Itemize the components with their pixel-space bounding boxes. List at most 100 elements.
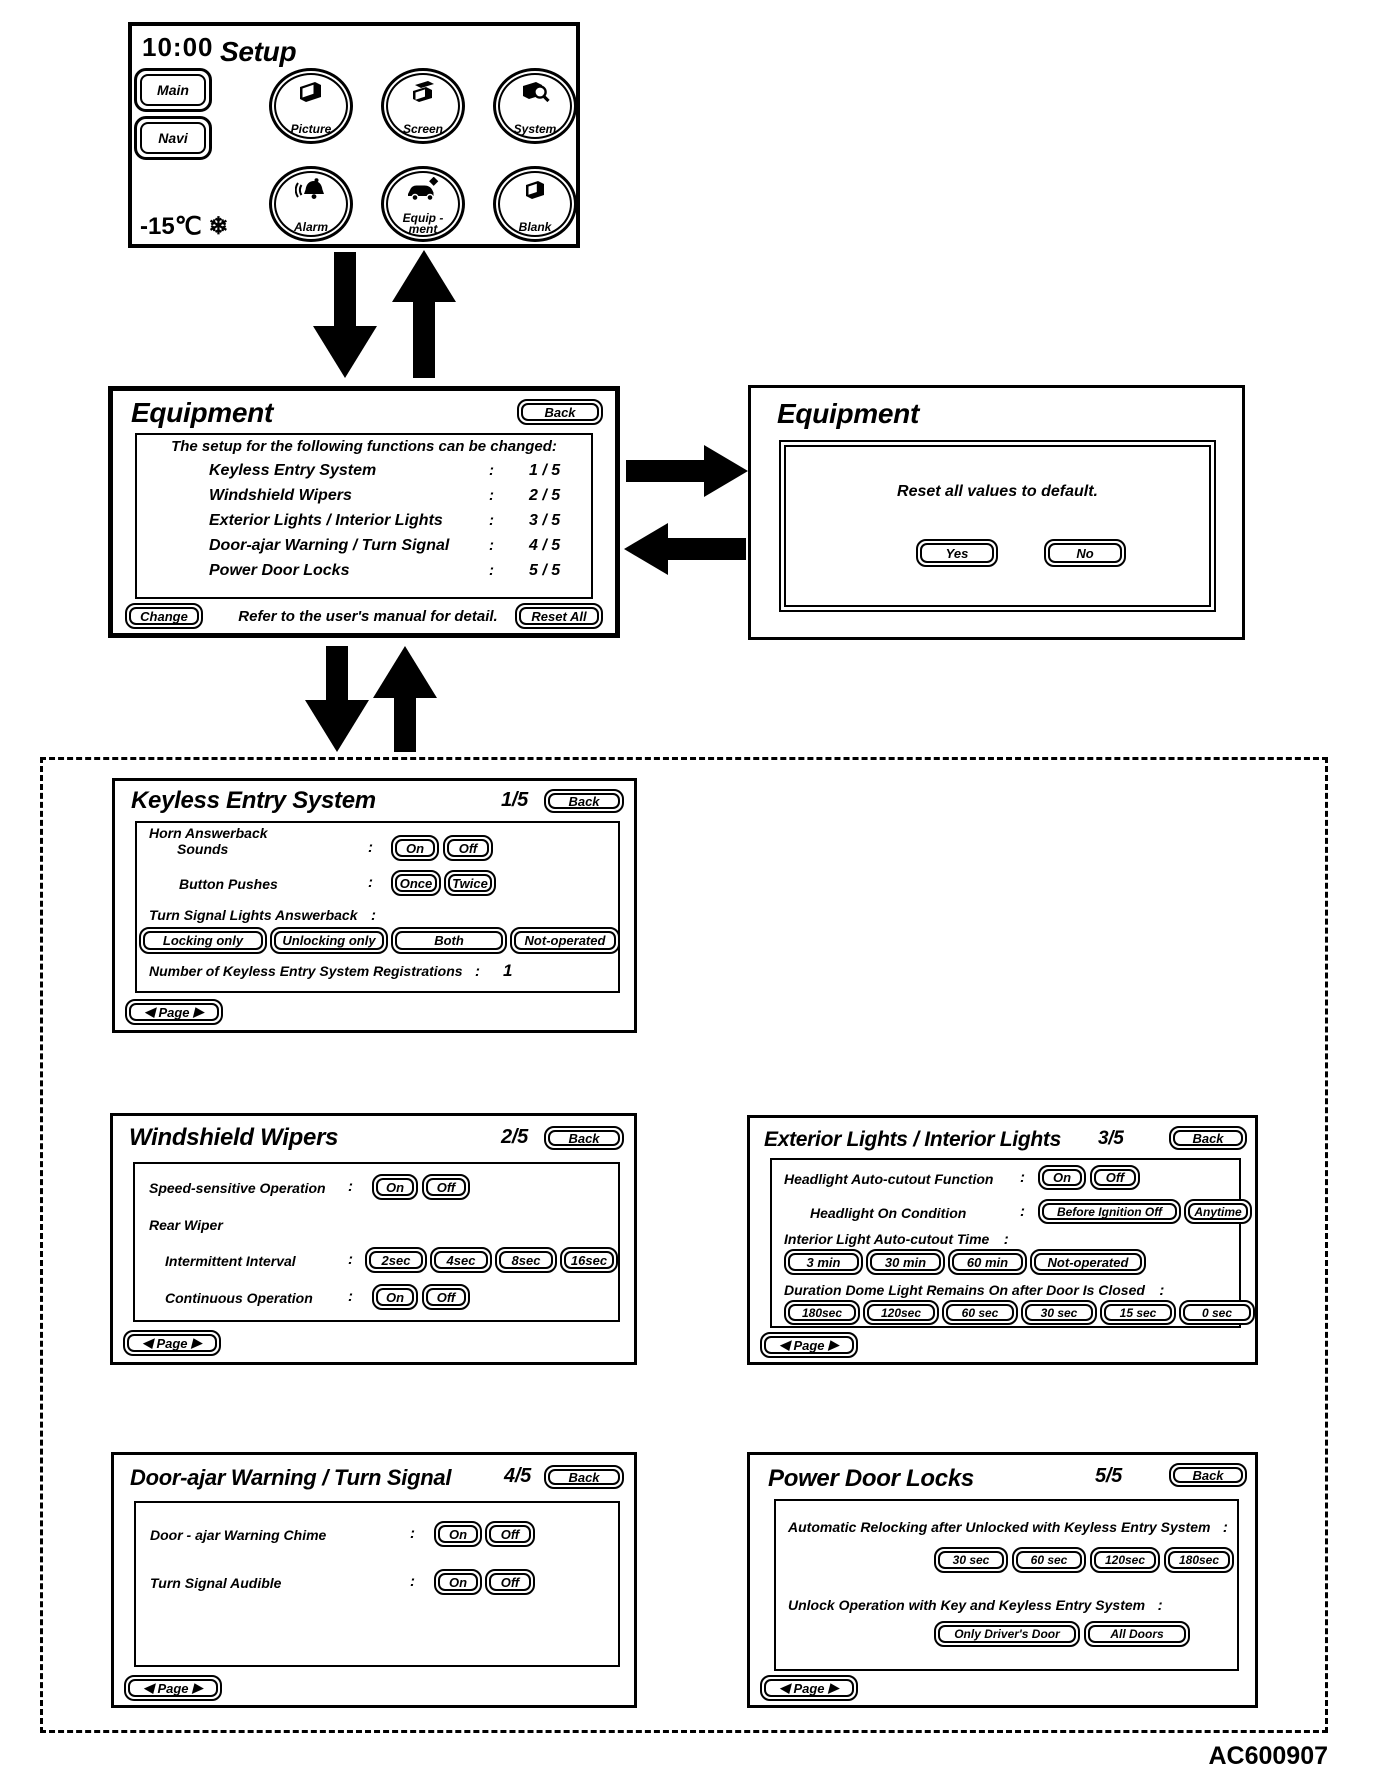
- back-button[interactable]: Back: [544, 789, 624, 813]
- button-pushes-twice-button[interactable]: Twice: [444, 870, 496, 896]
- equipment-reset-screen: Equipment Reset all values to default. Y…: [748, 385, 1245, 640]
- speed-on-button[interactable]: On: [372, 1174, 418, 1200]
- button-pushes-label: Button Pushes: [179, 876, 278, 892]
- picture-button[interactable]: Picture: [269, 68, 353, 144]
- relock-180sec-button[interactable]: 180sec: [1164, 1547, 1234, 1573]
- interval-2sec-button[interactable]: 2sec: [365, 1247, 427, 1273]
- arrow-left-icon: [624, 523, 668, 575]
- headlight-cutout-label: Headlight Auto-cutout Function: [784, 1171, 994, 1187]
- interval-16sec-button[interactable]: 16sec: [560, 1247, 618, 1273]
- arrow-down-shaft: [334, 252, 356, 328]
- back-button[interactable]: Back: [544, 1465, 624, 1489]
- back-button[interactable]: Back: [517, 399, 603, 425]
- only-drivers-door-button[interactable]: Only Driver's Door: [934, 1621, 1080, 1647]
- horn-sounds-on-button[interactable]: On: [391, 835, 439, 861]
- chime-off-button[interactable]: Off: [485, 1521, 535, 1547]
- arrow-right-shaft: [626, 460, 706, 482]
- back-button[interactable]: Back: [1169, 1126, 1247, 1150]
- continuous-on-button[interactable]: On: [372, 1284, 418, 1310]
- horn-sounds-off-button[interactable]: Off: [443, 835, 493, 861]
- speed-off-button[interactable]: Off: [422, 1174, 470, 1200]
- navi-button[interactable]: Navi: [134, 116, 212, 160]
- both-button[interactable]: Both: [391, 927, 507, 954]
- audible-off-button[interactable]: Off: [485, 1569, 535, 1595]
- dome-30sec-button[interactable]: 30 sec: [1021, 1300, 1097, 1325]
- no-button[interactable]: No: [1044, 539, 1126, 567]
- interior-not-operated-button[interactable]: Not-operated: [1030, 1249, 1146, 1275]
- interior-cutout-row-label: Interior Light Auto-cutout Time :: [784, 1231, 1009, 1248]
- change-button[interactable]: Change: [125, 603, 203, 629]
- registrations-value: 1: [503, 961, 513, 980]
- arrow-down-icon: [313, 326, 377, 378]
- yes-button[interactable]: Yes: [916, 539, 998, 567]
- screen-button[interactable]: Screen: [381, 68, 465, 144]
- arrow-down-icon: [305, 700, 369, 752]
- page-nav-button[interactable]: ◀Page▶: [123, 1330, 221, 1356]
- turn-signal-audible-label: Turn Signal Audible: [150, 1575, 282, 1591]
- unlock-operation-row-label: Unlock Operation with Key and Keyless En…: [788, 1597, 1163, 1614]
- headlight-cutout-on-button[interactable]: On: [1038, 1165, 1086, 1190]
- back-button[interactable]: Back: [544, 1126, 624, 1150]
- reset-dialog-box-inner: Reset all values to default. Yes No: [784, 445, 1211, 607]
- relock-30sec-button[interactable]: 30 sec: [934, 1547, 1008, 1573]
- continuous-operation-label: Continuous Operation: [165, 1290, 313, 1306]
- outside-temperature: -15℃ ❄: [140, 212, 228, 241]
- page-nav-button[interactable]: ◀Page▶: [125, 999, 223, 1025]
- blank-label: Blank: [518, 220, 552, 234]
- system-button[interactable]: System: [493, 68, 577, 144]
- page-next-icon: ▶: [192, 1680, 203, 1695]
- headlight-cutout-off-button[interactable]: Off: [1090, 1165, 1140, 1190]
- reset-all-button[interactable]: Reset All: [515, 603, 603, 629]
- dome-120sec-button[interactable]: 120sec: [863, 1300, 939, 1325]
- headlight-condition-label: Headlight On Condition: [810, 1205, 967, 1221]
- relock-60sec-button[interactable]: 60 sec: [1012, 1547, 1086, 1573]
- anytime-button[interactable]: Anytime: [1184, 1199, 1252, 1224]
- interval-8sec-button[interactable]: 8sec: [495, 1247, 557, 1273]
- dome-0sec-button[interactable]: 0 sec: [1179, 1300, 1255, 1325]
- blank-icon: [520, 177, 550, 208]
- screen-icon: [408, 79, 438, 110]
- dome-180sec-button[interactable]: 180sec: [784, 1300, 860, 1325]
- keyless-title: Keyless Entry System: [131, 787, 376, 814]
- page-nav-button[interactable]: ◀Page▶: [760, 1675, 858, 1701]
- clock: 10:00: [142, 32, 214, 62]
- page-nav-button[interactable]: ◀Page▶: [760, 1332, 858, 1358]
- continuous-off-button[interactable]: Off: [422, 1284, 470, 1310]
- dome-60sec-button[interactable]: 60 sec: [942, 1300, 1018, 1325]
- registrations-label: Number of Keyless Entry System Registrat…: [149, 963, 463, 979]
- relock-120sec-button[interactable]: 120sec: [1090, 1547, 1160, 1573]
- picture-label: Picture: [290, 122, 332, 136]
- wipers-page-number: 2/5: [501, 1126, 528, 1148]
- interior-3min-button[interactable]: 3 min: [784, 1249, 863, 1275]
- interval-4sec-button[interactable]: 4sec: [430, 1247, 492, 1273]
- keyless-page-number: 1/5: [501, 789, 528, 811]
- button-pushes-once-button[interactable]: Once: [391, 870, 441, 896]
- not-operated-button[interactable]: Not-operated: [510, 927, 620, 954]
- alarm-button[interactable]: Alarm: [269, 166, 353, 242]
- equipment-button[interactable]: Equip - ment: [381, 166, 465, 242]
- before-ignition-off-button[interactable]: Before Ignition Off: [1038, 1199, 1181, 1224]
- screen-label: Screen: [402, 122, 444, 136]
- system-label: System: [513, 122, 557, 136]
- exterior-interior-lights-screen: Exterior Lights / Interior Lights 3/5 Ba…: [747, 1115, 1258, 1365]
- back-button[interactable]: Back: [1169, 1463, 1247, 1487]
- unlocking-only-button[interactable]: Unlocking only: [270, 927, 388, 954]
- all-doors-button[interactable]: All Doors: [1084, 1621, 1190, 1647]
- page-next-icon: ▶: [193, 1004, 204, 1019]
- main-button-label: Main: [140, 74, 206, 106]
- turn-signal-answerback-label: Turn Signal Lights Answerback: [149, 907, 358, 923]
- temperature-value: -15℃: [140, 213, 202, 240]
- power-door-locks-screen: Power Door Locks 5/5 Back Automatic Relo…: [747, 1452, 1258, 1708]
- audible-on-button[interactable]: On: [434, 1569, 482, 1595]
- page-nav-button[interactable]: ◀Page▶: [124, 1675, 222, 1701]
- snowflake-icon: ❄: [208, 213, 229, 240]
- locking-only-button[interactable]: Locking only: [139, 927, 267, 954]
- dome-15sec-button[interactable]: 15 sec: [1100, 1300, 1176, 1325]
- page-prev-icon: ◀: [779, 1680, 790, 1695]
- interior-60min-button[interactable]: 60 min: [948, 1249, 1027, 1275]
- main-button[interactable]: Main: [134, 68, 212, 112]
- chime-on-button[interactable]: On: [434, 1521, 482, 1547]
- interior-30min-button[interactable]: 30 min: [866, 1249, 945, 1275]
- blank-button[interactable]: Blank: [493, 166, 577, 242]
- arrow-up-icon: [373, 646, 437, 698]
